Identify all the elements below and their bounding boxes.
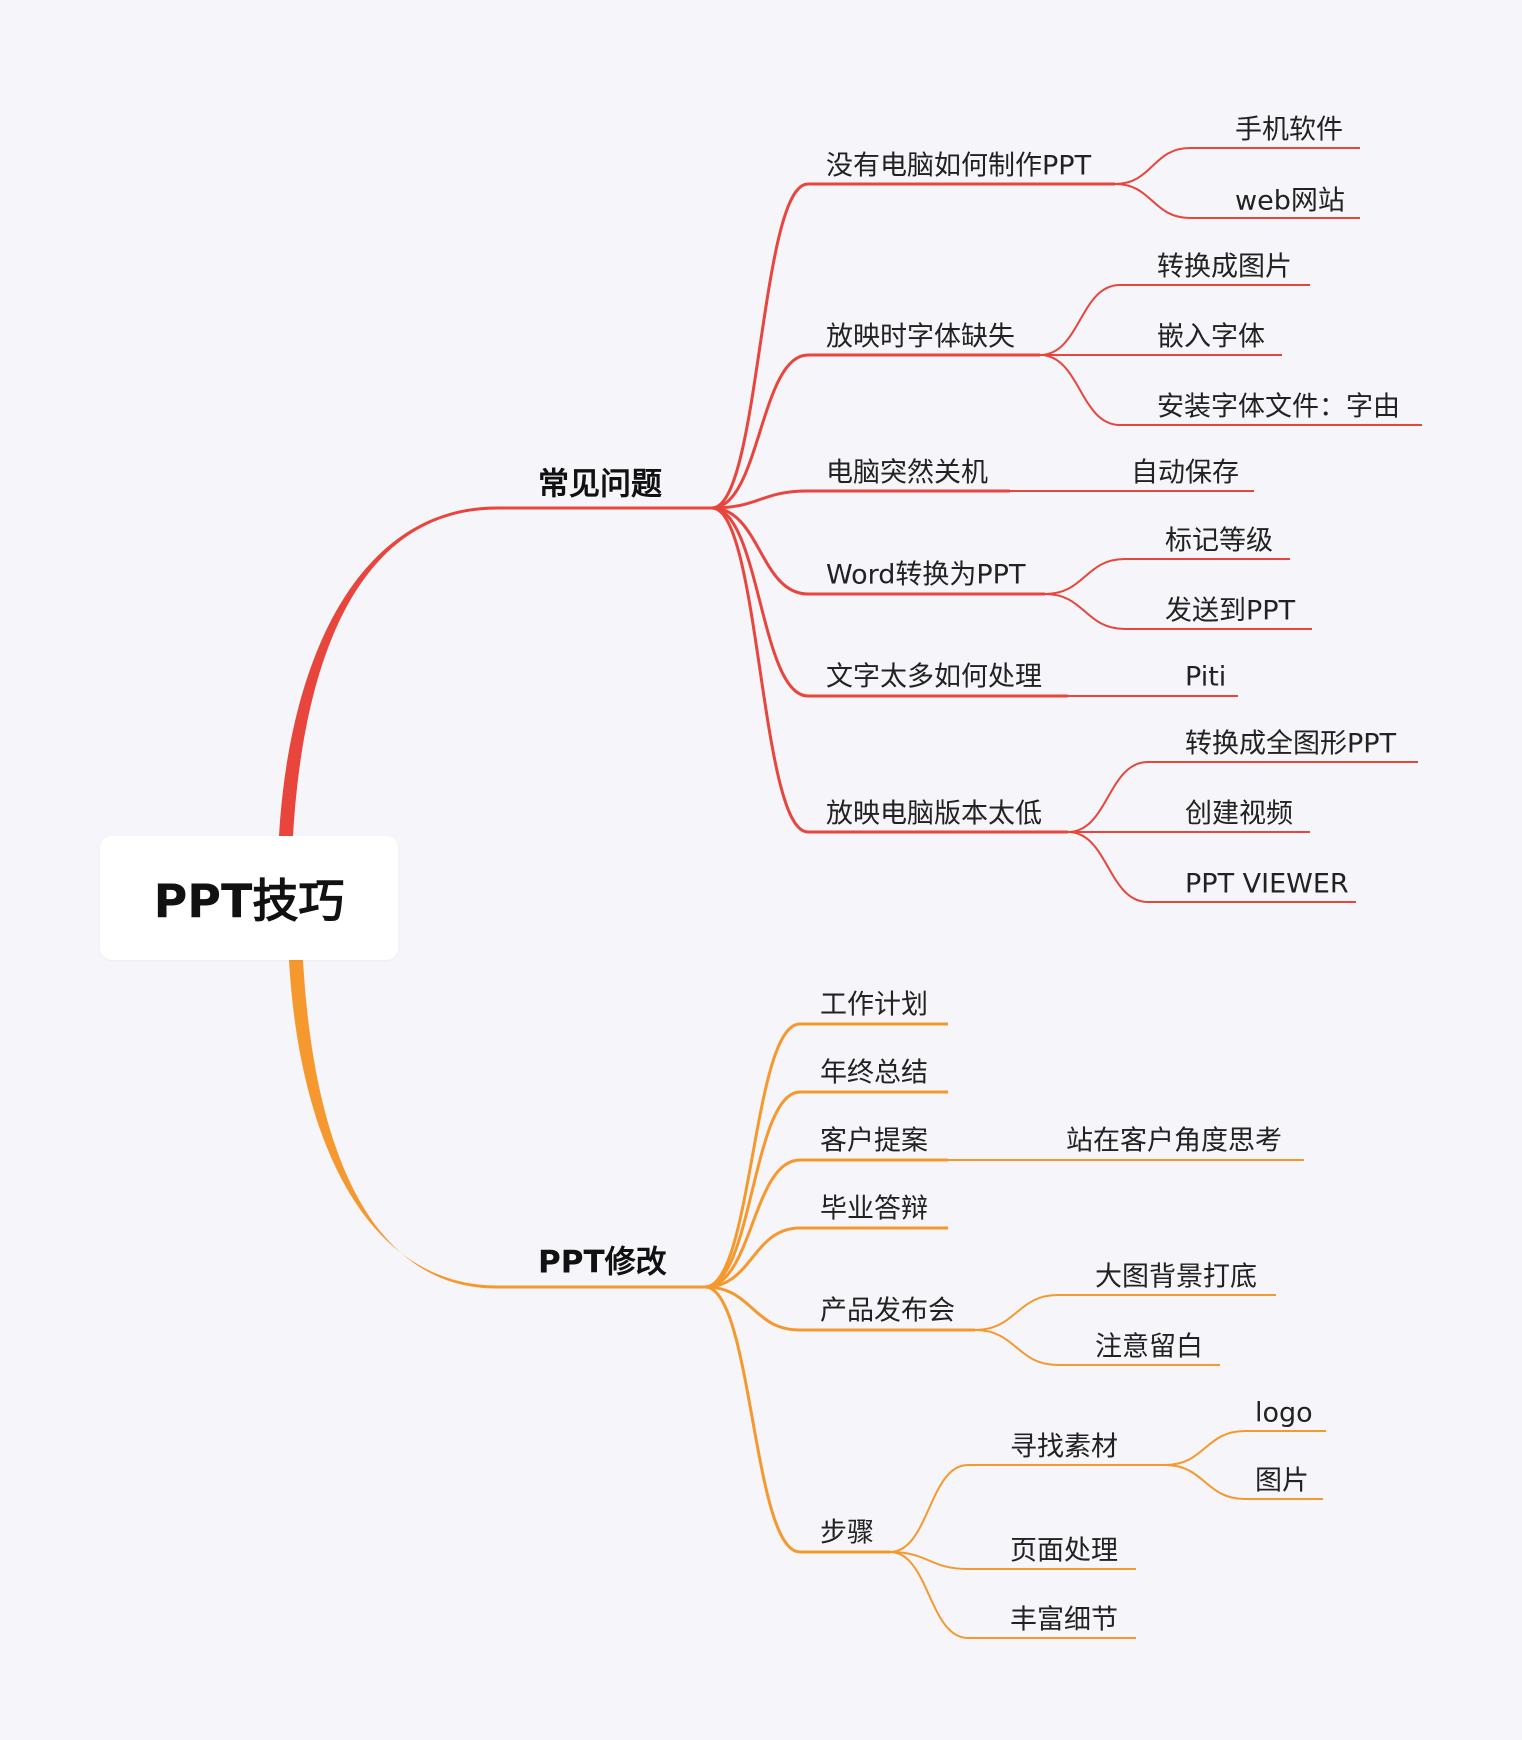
connector-branches-0-children-3-children-0: [1044, 558, 1126, 595]
node-label-branches-0-children-3[interactable]: Word转换为PPT: [826, 560, 1026, 591]
connector-branches-0-children-0-children-1: [1114, 183, 1191, 219]
branch-label-1[interactable]: PPT修改: [538, 1245, 667, 1281]
node-label-branches-0-children-4[interactable]: 文字太多如何处理: [826, 662, 1042, 693]
node-label-branches-1-children-1[interactable]: 年终总结: [820, 1058, 928, 1089]
connector-branches-1-children-5-children-0-children-1: [1164, 1464, 1246, 1500]
connector-branches-0-children-3-children-1: [1044, 593, 1126, 630]
connector-branches-1-children-4-children-0: [974, 1294, 1059, 1331]
node-label-branches-1-children-4-children-0[interactable]: 大图背景打底: [1095, 1262, 1257, 1293]
node-label-branches-1-children-5-children-2[interactable]: 丰富细节: [1010, 1605, 1118, 1636]
node-label-branches-0-children-5[interactable]: 放映电脑版本太低: [826, 799, 1042, 830]
connector-branches-1-children-4-children-1: [974, 1329, 1059, 1366]
node-label-branches-0-children-4-children-0[interactable]: Piti: [1185, 662, 1226, 693]
branch-label-0[interactable]: 常见问题: [538, 467, 662, 503]
node-label-branches-1-children-2-children-0[interactable]: 站在客户角度思考: [1066, 1126, 1282, 1157]
node-label-branches-0-children-5-children-0[interactable]: 转换成全图形PPT: [1185, 729, 1397, 760]
connector-branches-0-children-2: [711, 489, 809, 510]
connector-branches-0-children-0-children-0: [1114, 147, 1191, 185]
connector-branches-1-children-5-children-0: [889, 1464, 969, 1553]
node-label-branches-0-children-0-children-0[interactable]: 手机软件: [1235, 115, 1343, 146]
node-label-branches-1-children-0[interactable]: 工作计划: [820, 990, 928, 1021]
node-label-branches-0-children-2[interactable]: 电脑突然关机: [826, 458, 988, 489]
connector-branches-0-children-5-children-2: [1067, 831, 1149, 903]
connector-branches-0-children-1-children-2: [1039, 354, 1121, 426]
connector-branches-1-children-0: [704, 1022, 801, 1289]
connector-branches-0-children-0: [711, 182, 809, 510]
node-label-branches-0-children-1-children-2[interactable]: 安装字体文件：字由: [1157, 392, 1400, 423]
connector-branches-1-children-4: [704, 1285, 801, 1332]
node-label-branches-0-children-0[interactable]: 没有电脑如何制作PPT: [826, 151, 1092, 182]
node-label-branches-1-children-5[interactable]: 步骤: [820, 1518, 874, 1549]
connector-branches-0-children-5-children-0: [1067, 761, 1149, 833]
node-label-branches-0-children-3-children-1[interactable]: 发送到PPT: [1165, 596, 1296, 627]
node-label-branches-1-children-2[interactable]: 客户提案: [820, 1126, 928, 1157]
node-label-branches-0-children-5-children-2[interactable]: PPT VIEWER: [1185, 869, 1349, 900]
node-label-branches-1-children-5-children-0-children-0[interactable]: logo: [1255, 1398, 1313, 1429]
connector-branches-0-children-3: [711, 506, 809, 596]
branch-ribbon-1: [289, 960, 497, 1289]
node-label-branches-0-children-2-children-0[interactable]: 自动保存: [1131, 458, 1239, 489]
connector-branches-1-children-1: [704, 1090, 801, 1289]
connector-branches-0-children-1-children-0: [1039, 284, 1121, 356]
node-label-branches-0-children-1-children-0[interactable]: 转换成图片: [1157, 252, 1292, 283]
connector-branches-1-children-3: [704, 1226, 801, 1289]
connector-branches-0-children-4: [711, 506, 809, 698]
node-label-branches-1-children-5-children-1[interactable]: 页面处理: [1010, 1536, 1118, 1567]
connector-branches-0-children-5: [711, 506, 809, 834]
connector-branches-1-children-2: [704, 1158, 801, 1289]
node-label-branches-0-children-0-children-1[interactable]: web网站: [1235, 186, 1345, 217]
node-label-branches-1-children-4[interactable]: 产品发布会: [820, 1296, 955, 1327]
node-label-branches-1-children-4-children-1[interactable]: 注意留白: [1095, 1332, 1203, 1363]
branch-ribbon-0: [279, 506, 497, 836]
node-label-branches-1-children-5-children-0-children-1[interactable]: 图片: [1255, 1466, 1309, 1497]
connector-branches-0-children-1: [711, 353, 809, 510]
connector-branches-1-children-5-children-1: [889, 1551, 969, 1570]
connector-branches-1-children-5-children-2: [889, 1551, 969, 1639]
node-label-branches-0-children-3-children-0[interactable]: 标记等级: [1165, 526, 1273, 557]
node-label-branches-0-children-1-children-1[interactable]: 嵌入字体: [1157, 322, 1265, 353]
node-label-branches-1-children-3[interactable]: 毕业答辩: [820, 1194, 928, 1225]
node-label-branches-0-children-5-children-1[interactable]: 创建视频: [1185, 799, 1293, 830]
connector-branches-1-children-5: [704, 1285, 801, 1554]
node-label-branches-1-children-5-children-0[interactable]: 寻找素材: [1010, 1432, 1118, 1463]
root-node[interactable]: PPT技巧: [100, 836, 398, 960]
connector-branches-1-children-5-children-0-children-0: [1164, 1430, 1246, 1466]
node-label-branches-0-children-1[interactable]: 放映时字体缺失: [826, 322, 1015, 353]
